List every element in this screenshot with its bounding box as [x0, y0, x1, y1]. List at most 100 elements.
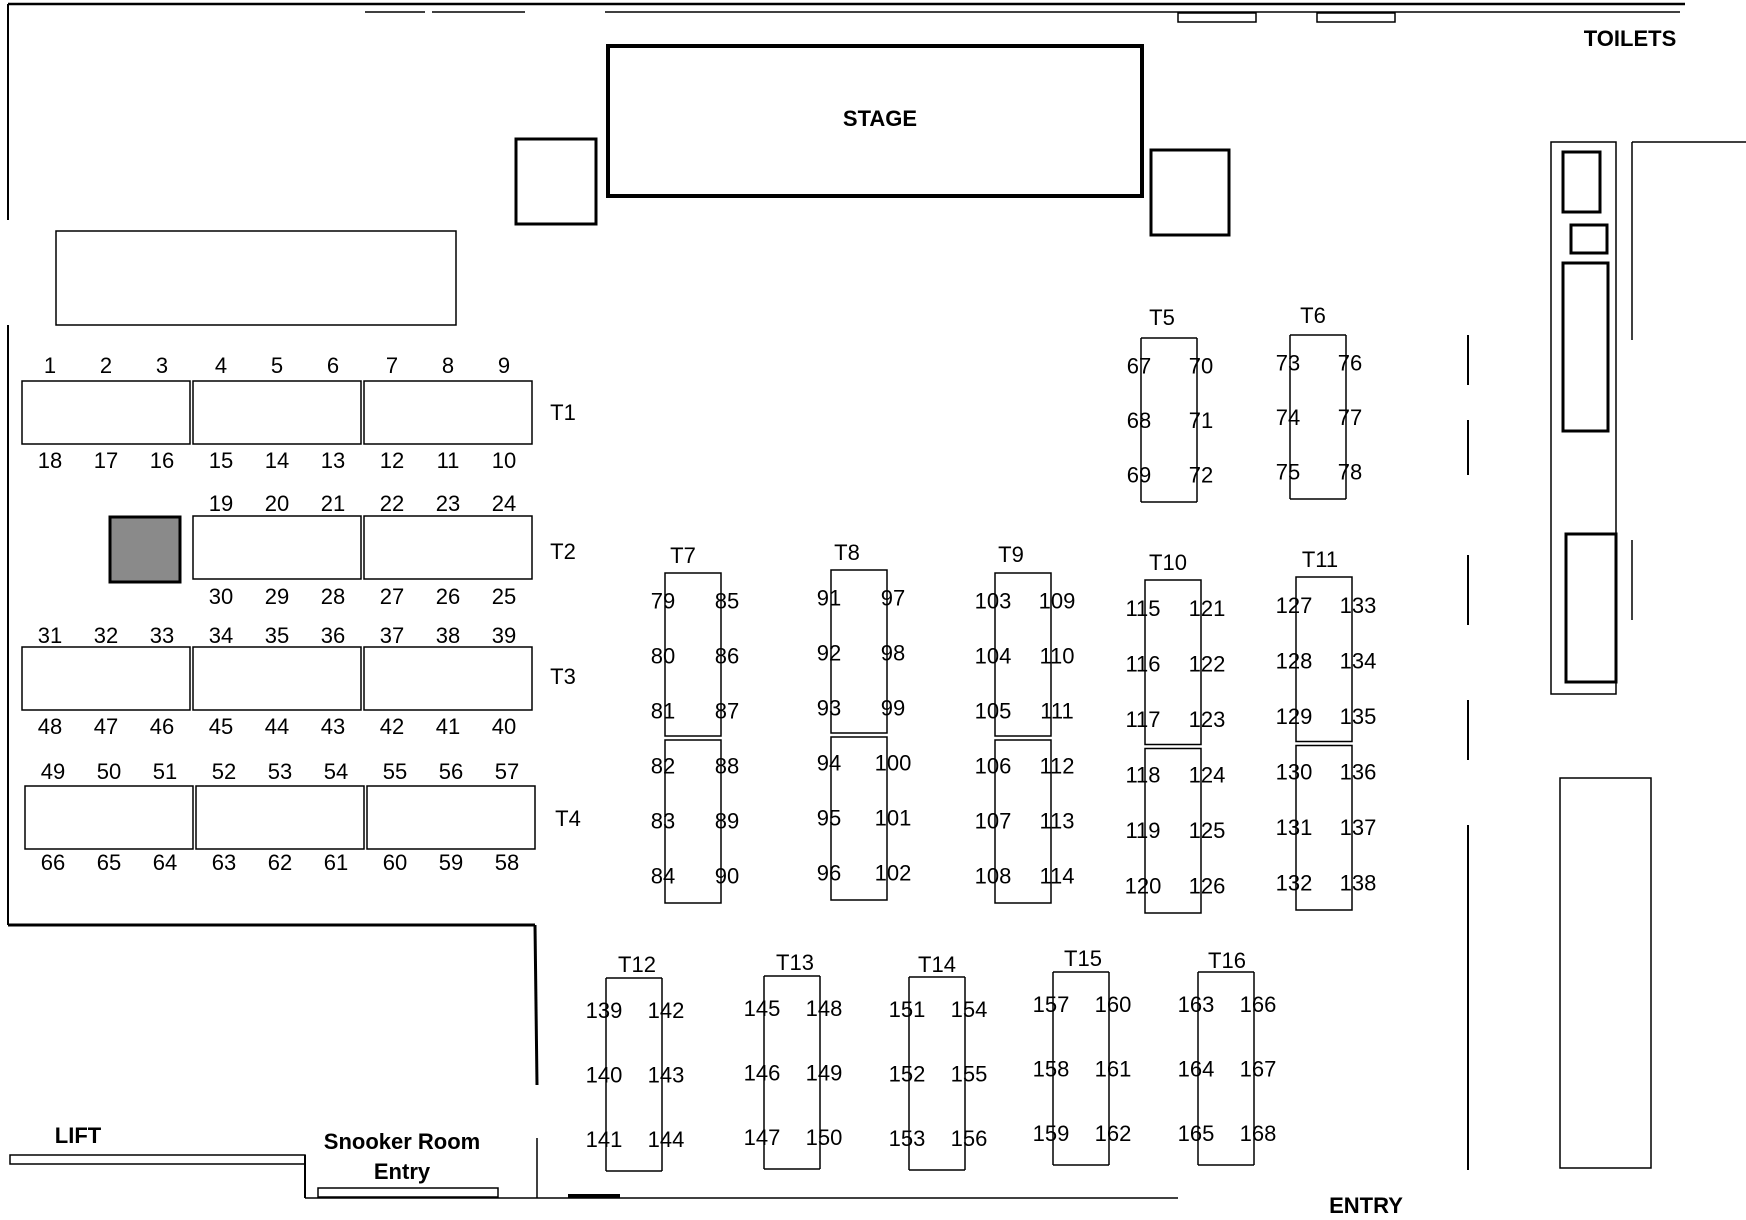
table-t1-segment[interactable]: [192, 380, 362, 445]
seat-number[interactable]: 1: [44, 353, 56, 378]
seat-number[interactable]: 25: [492, 584, 516, 609]
seat-number[interactable]: 168: [1240, 1121, 1277, 1146]
seat-number[interactable]: 109: [1039, 589, 1076, 614]
seat-number[interactable]: 147: [744, 1125, 781, 1150]
seat-number[interactable]: 165: [1178, 1121, 1215, 1146]
seat-number[interactable]: 99: [881, 696, 905, 721]
seat-number[interactable]: 90: [715, 864, 739, 889]
seat-number[interactable]: 34: [209, 623, 233, 648]
seat-number[interactable]: 51: [153, 759, 177, 784]
seat-number[interactable]: 42: [380, 714, 404, 739]
seat-number[interactable]: 93: [817, 696, 841, 721]
seat-number[interactable]: 82: [651, 754, 675, 779]
seat-number[interactable]: 3: [156, 353, 168, 378]
seat-number[interactable]: 40: [492, 714, 516, 739]
seat-number[interactable]: 133: [1340, 593, 1377, 618]
seat-number[interactable]: 107: [975, 809, 1012, 834]
seat-number[interactable]: 145: [744, 996, 781, 1021]
seat-number[interactable]: 74: [1276, 405, 1300, 430]
table-t3-segment[interactable]: [21, 646, 191, 711]
seat-number[interactable]: 69: [1127, 463, 1151, 488]
seat-number[interactable]: 149: [806, 1061, 843, 1086]
seat-number[interactable]: 38: [436, 623, 460, 648]
seat-number[interactable]: 146: [744, 1061, 781, 1086]
seat-number[interactable]: 84: [651, 864, 675, 889]
seat-number[interactable]: 43: [321, 714, 345, 739]
seat-number[interactable]: 85: [715, 589, 739, 614]
seat-number[interactable]: 73: [1276, 350, 1300, 375]
seat-number[interactable]: 128: [1276, 648, 1313, 673]
table-label[interactable]: T1: [550, 400, 576, 425]
seat-number[interactable]: 131: [1276, 815, 1313, 840]
seat-number[interactable]: 33: [150, 623, 174, 648]
seat-number[interactable]: 129: [1276, 704, 1313, 729]
seat-number[interactable]: 166: [1240, 992, 1277, 1017]
seat-number[interactable]: 148: [806, 996, 843, 1021]
table-t10-upper[interactable]: [1144, 579, 1202, 746]
seat-number[interactable]: 103: [975, 589, 1012, 614]
table-t7-upper[interactable]: [664, 572, 722, 737]
seat-number[interactable]: 60: [383, 850, 407, 875]
seat-number[interactable]: 16: [150, 448, 174, 473]
seat-number[interactable]: 13: [321, 448, 345, 473]
seat-number[interactable]: 97: [881, 586, 905, 611]
seat-number[interactable]: 156: [951, 1126, 988, 1151]
seat-number[interactable]: 10: [492, 448, 516, 473]
seat-number[interactable]: 104: [975, 644, 1012, 669]
seat-number[interactable]: 26: [436, 584, 460, 609]
seat-number[interactable]: 86: [715, 644, 739, 669]
table-label[interactable]: T3: [550, 664, 576, 689]
seat-number[interactable]: 8: [442, 353, 454, 378]
seat-number[interactable]: 77: [1338, 405, 1362, 430]
seat-number[interactable]: 124: [1189, 762, 1226, 787]
seat-number[interactable]: 120: [1125, 873, 1162, 898]
seat-number[interactable]: 114: [1039, 864, 1074, 889]
seat-number[interactable]: 27: [380, 584, 404, 609]
seat-number[interactable]: 108: [975, 864, 1012, 889]
seat-number[interactable]: 105: [975, 699, 1012, 724]
seat-number[interactable]: 70: [1189, 353, 1213, 378]
seat-number[interactable]: 32: [94, 623, 118, 648]
table-label[interactable]: T8: [834, 540, 860, 565]
seat-number[interactable]: 119: [1125, 818, 1160, 843]
seat-number[interactable]: 28: [321, 584, 345, 609]
seat-number[interactable]: 159: [1033, 1121, 1070, 1146]
seat-number[interactable]: 18: [38, 448, 62, 473]
seat-number[interactable]: 164: [1178, 1057, 1215, 1082]
seat-number[interactable]: 158: [1033, 1057, 1070, 1082]
seat-number[interactable]: 64: [153, 850, 177, 875]
table-t9-lower[interactable]: [994, 739, 1052, 904]
seat-number[interactable]: 106: [975, 754, 1012, 779]
seat-number[interactable]: 24: [492, 491, 516, 516]
seat-number[interactable]: 75: [1276, 460, 1300, 485]
seat-number[interactable]: 47: [94, 714, 118, 739]
seat-number[interactable]: 155: [951, 1062, 988, 1087]
seat-number[interactable]: 167: [1240, 1057, 1277, 1082]
seat-number[interactable]: 113: [1039, 809, 1074, 834]
seat-number[interactable]: 81: [651, 699, 675, 724]
table-t3-segment[interactable]: [363, 646, 533, 711]
seat-number[interactable]: 153: [889, 1126, 926, 1151]
seat-number[interactable]: 48: [38, 714, 62, 739]
table-t2-segment[interactable]: [192, 515, 362, 580]
seat-number[interactable]: 44: [265, 714, 289, 739]
seat-number[interactable]: 56: [439, 759, 463, 784]
seat-number[interactable]: 72: [1189, 463, 1213, 488]
seat-number[interactable]: 122: [1189, 651, 1226, 676]
seat-number[interactable]: 112: [1039, 754, 1074, 779]
seat-number[interactable]: 157: [1033, 992, 1070, 1017]
table-label[interactable]: T5: [1149, 305, 1175, 330]
seat-number[interactable]: 53: [268, 759, 292, 784]
seat-number[interactable]: 59: [439, 850, 463, 875]
seat-number[interactable]: 62: [268, 850, 292, 875]
seat-number[interactable]: 130: [1276, 759, 1313, 784]
seat-number[interactable]: 100: [875, 751, 912, 776]
seat-number[interactable]: 36: [321, 623, 345, 648]
table-t1-segment[interactable]: [21, 380, 191, 445]
seat-number[interactable]: 96: [817, 861, 841, 886]
seat-number[interactable]: 65: [97, 850, 121, 875]
table-t4-segment[interactable]: [195, 785, 365, 850]
seat-number[interactable]: 21: [321, 491, 345, 516]
seat-number[interactable]: 150: [806, 1125, 843, 1150]
seat-number[interactable]: 152: [889, 1062, 926, 1087]
